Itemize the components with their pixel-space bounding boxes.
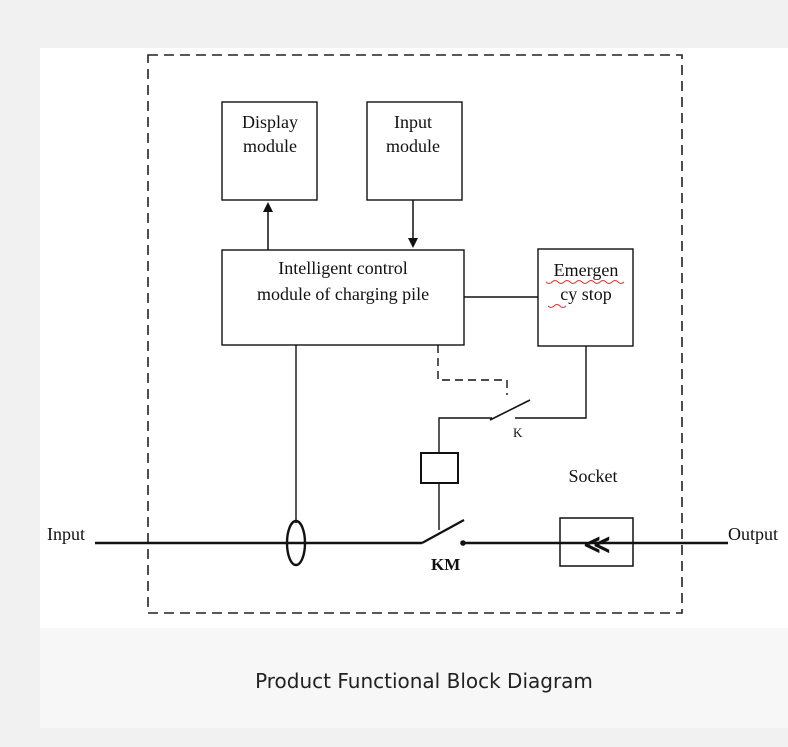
dashed-control-link bbox=[437, 345, 508, 395]
display-module-block: Display module bbox=[221, 101, 318, 201]
relay-coil bbox=[420, 452, 459, 484]
caption-panel bbox=[40, 628, 788, 728]
emergency-stop-label-1: Emergen bbox=[554, 260, 619, 280]
relay-contact-label: K bbox=[513, 425, 523, 440]
current-transformer bbox=[285, 519, 307, 567]
wire-k-to-coil bbox=[438, 417, 492, 453]
enclosure-boundary bbox=[147, 54, 683, 614]
output-label: Output bbox=[728, 524, 778, 544]
input-module-block: Input module bbox=[366, 101, 463, 201]
input-label: Input bbox=[47, 524, 85, 544]
input-module-label-1: Input bbox=[394, 112, 432, 132]
spellcheck-underline-1 bbox=[545, 280, 625, 284]
contactor-label: KM bbox=[431, 555, 460, 574]
socket-label: Socket bbox=[569, 466, 618, 486]
wire-emergency-to-k bbox=[515, 346, 587, 419]
control-module-label-1: Intelligent control bbox=[278, 258, 407, 278]
km-contactor-switch bbox=[421, 519, 465, 544]
input-module-label-2: module bbox=[386, 136, 440, 156]
display-module-label-2: module bbox=[243, 136, 297, 156]
km-contactor-contact bbox=[460, 540, 466, 546]
emergency-stop-block: Emergen cy stop bbox=[537, 248, 634, 347]
socket-symbol: ≪ bbox=[583, 530, 610, 559]
control-module-block: Intelligent control module of charging p… bbox=[221, 249, 465, 346]
control-module-label-2: module of charging pile bbox=[257, 284, 429, 304]
emergency-stop-label-2: cy stop bbox=[560, 284, 612, 304]
diagram-caption: Product Functional Block Diagram bbox=[255, 669, 593, 693]
display-module-label-1: Display bbox=[242, 112, 298, 132]
spellcheck-underline-2 bbox=[547, 304, 567, 308]
relay-contact-k bbox=[489, 399, 531, 421]
